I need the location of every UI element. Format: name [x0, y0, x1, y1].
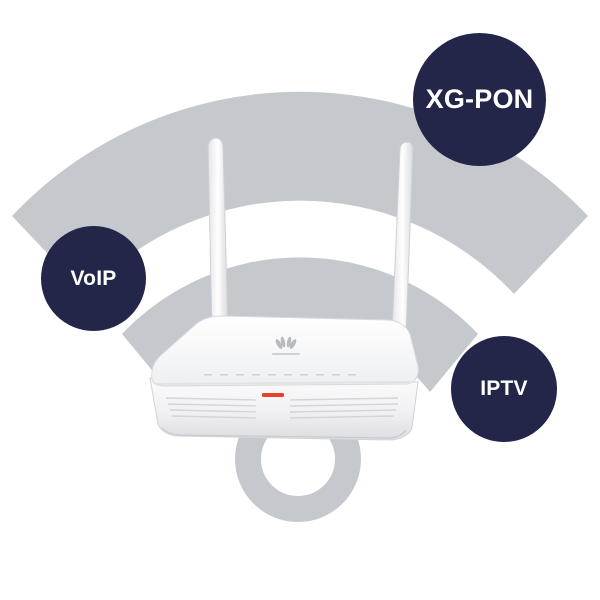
router-red-led: [262, 393, 284, 397]
huawei-logo-icon: [272, 336, 300, 355]
router-top-panel: [151, 315, 419, 387]
xgpon-label: XG-PON: [425, 84, 534, 114]
router-antenna-right: [391, 141, 414, 335]
xgpon-badge: XG-PON: [413, 33, 546, 166]
voip-label: VoIP: [70, 266, 117, 290]
iptv-badge: IPTV: [451, 336, 557, 442]
router-antenna-left: [207, 137, 229, 331]
router-illustration: [149, 137, 419, 441]
router-status-lights: [204, 374, 356, 376]
router-body: [149, 377, 419, 441]
voip-badge: VoIP: [41, 226, 146, 331]
iptv-label: IPTV: [480, 377, 528, 400]
router-vents: [165, 397, 399, 419]
